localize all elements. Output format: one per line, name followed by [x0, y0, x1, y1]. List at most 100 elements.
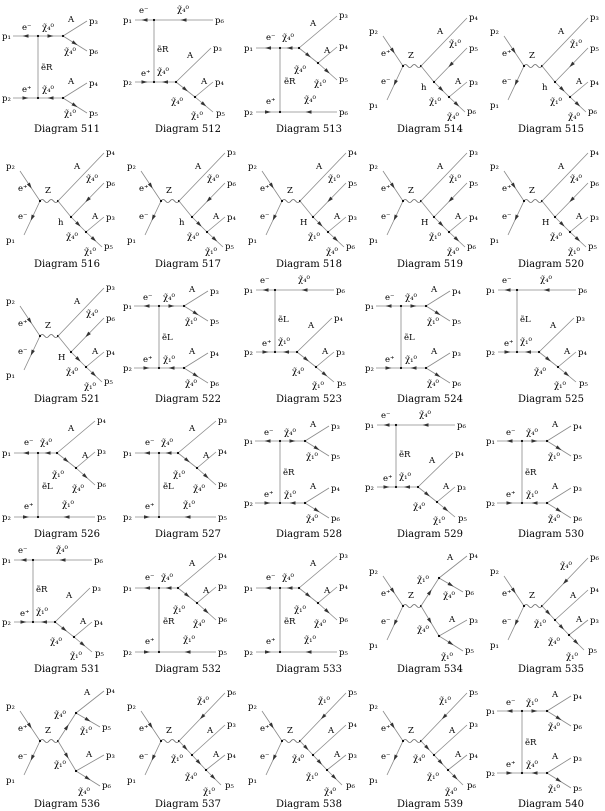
vertex-dot: [205, 230, 209, 234]
particle-label-c3: χ̃₄⁰: [324, 786, 337, 797]
particle-label-A: A: [79, 617, 87, 627]
particle-label-e_minus: e⁻: [18, 347, 28, 357]
particle-label-bchiO: χ̃₄⁰: [306, 513, 319, 524]
particle-label-e_minus: e⁻: [381, 617, 391, 627]
arrow-icon: [151, 214, 156, 221]
particle-label-c2: χ̃₁⁰: [306, 771, 319, 782]
particle-label-c1: χ̃₁⁰: [449, 38, 462, 49]
particle-label-tchi: χ̃₄⁰: [42, 22, 55, 33]
arrow-icon: [23, 515, 29, 519]
particle-label-A: A: [321, 347, 329, 357]
arrow-icon: [22, 34, 29, 38]
z-boson-propagator: [523, 199, 543, 203]
vertex-dot: [537, 350, 541, 354]
propagator-line: [196, 451, 217, 469]
arrow-icon: [200, 101, 207, 107]
arrow-icon: [262, 288, 269, 292]
vertex-dot: [437, 576, 441, 580]
vertex-dot: [176, 451, 180, 455]
particle-label-e_plus: e⁺: [502, 49, 512, 59]
particle-label-pc3: p₅: [225, 781, 234, 791]
propagator-line: [312, 724, 347, 756]
particle-label-lpA: p₃: [106, 751, 115, 761]
arrow-icon: [44, 451, 51, 455]
particle-label-pA1: p₄: [218, 551, 227, 561]
particle-label-tchiO: χ̃₄⁰: [548, 721, 561, 732]
particle-label-p1: p₁: [369, 641, 378, 651]
vertex-dot: [401, 604, 405, 608]
propagator-line: [196, 586, 217, 604]
arrow-icon: [162, 80, 168, 84]
vertex-dot: [424, 304, 428, 308]
particle-label-A: A: [551, 420, 559, 430]
vertex-dot: [447, 230, 451, 234]
particle-label-e_minus: e⁻: [260, 276, 270, 286]
particle-label-bpA: p₃: [452, 349, 461, 359]
vertex-dot: [278, 650, 282, 654]
particle-label-p1: p₁: [123, 584, 132, 594]
particle-label-p2: p₂: [369, 702, 378, 712]
diagram-caption: Diagram 539: [396, 799, 464, 810]
particle-label-pc1: p₅: [469, 179, 478, 189]
particle-label-p2: p₂: [123, 513, 132, 523]
particle-label-pA1: p₄: [334, 314, 343, 324]
particle-label-p2: p₂: [6, 162, 15, 172]
particle-label-A: A: [202, 451, 210, 461]
particle-label-e_plus: e⁺: [506, 490, 516, 500]
arrow-icon: [437, 759, 444, 765]
arrow-icon: [141, 18, 148, 22]
particle-label-exch: ẽL: [163, 481, 174, 492]
propagator-line: [183, 290, 209, 307]
particle-label-e_plus: e⁺: [260, 724, 270, 734]
vertex-dot: [157, 515, 161, 519]
particle-label-e_minus: e⁻: [381, 212, 391, 222]
particle-label-pc3: p₆: [467, 781, 476, 791]
particle-label-exch: ẽR: [525, 467, 537, 478]
particle-label-exch: ẽR: [163, 616, 175, 627]
particle-label-p2: p₂: [123, 364, 132, 374]
arrow-icon: [573, 639, 579, 645]
propagator-line: [417, 452, 454, 488]
propagator-line: [175, 47, 212, 83]
vertex-dot: [311, 753, 315, 757]
arrow-icon: [555, 445, 562, 451]
particle-label-pA1: p₃: [469, 148, 478, 158]
vertex-dot: [190, 753, 194, 757]
arrow-icon: [332, 236, 339, 242]
particle-label-A: A: [91, 212, 99, 222]
arrow-icon: [447, 640, 454, 646]
particle-label-e_minus: e⁻: [18, 752, 28, 762]
particle-label-e_plus: e⁺: [262, 339, 272, 349]
arrow-icon: [545, 356, 551, 362]
particle-label-e_plus: e⁺: [381, 49, 391, 59]
particle-label-exch: ẽR: [284, 76, 296, 87]
particle-label-e_minus: e⁻: [18, 546, 28, 556]
particle-label-A: A: [575, 212, 583, 222]
arrow-icon: [289, 439, 296, 443]
propagator-line: [438, 555, 468, 579]
propagator-line: [299, 200, 314, 218]
arrow-icon: [514, 79, 519, 86]
particle-label-tchiO: χ̃₁⁰: [427, 316, 440, 327]
arrow-icon: [165, 586, 172, 590]
particle-label-c2: χ̃₄⁰: [187, 231, 200, 242]
propagator-line: [425, 352, 451, 369]
propagator-line: [85, 216, 105, 233]
particle-label-c3: χ̃₄⁰: [568, 111, 581, 122]
arrow-icon: [268, 722, 274, 729]
vertex-dot: [278, 439, 282, 443]
particle-label-bchi: χ̃₁⁰: [183, 499, 196, 510]
particle-label-A: A: [549, 321, 557, 331]
particle-label-e_minus: e⁻: [502, 212, 512, 222]
diagram-caption: Diagram 540: [517, 799, 585, 810]
z-boson-propagator: [523, 64, 543, 68]
particle-label-pc1: p₆: [227, 179, 236, 189]
propagator-line: [327, 216, 347, 233]
particle-label-e_minus: e⁻: [502, 77, 512, 87]
vertex-dot: [74, 711, 78, 715]
particle-label-e_plus: e⁺: [502, 184, 512, 194]
